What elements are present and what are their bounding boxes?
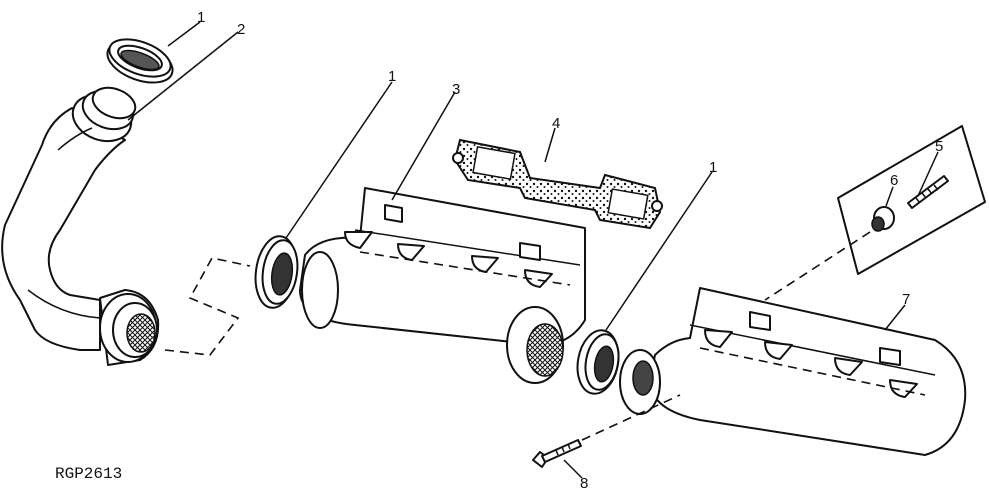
- figure-id: RGP2613: [55, 465, 122, 483]
- hidden-line-inset: [764, 231, 871, 301]
- callout-1a: 1: [197, 9, 205, 26]
- callout-5: 5: [935, 138, 943, 155]
- ring-clamp-right: [576, 329, 620, 395]
- callout-1c: 1: [709, 159, 717, 176]
- gasket: [452, 138, 663, 230]
- callout-3: 3: [452, 81, 460, 98]
- callout-6: 6: [890, 172, 898, 189]
- muffler-body-rear: [619, 287, 967, 456]
- callout-4: 4: [552, 115, 560, 132]
- callout-8: 8: [580, 475, 588, 492]
- callout-7: 7: [902, 291, 910, 308]
- ring-clamp-top: [106, 38, 174, 84]
- ring-clamp-left: [254, 235, 299, 309]
- callout-2: 2: [237, 21, 245, 38]
- hidden-line-bolt: [581, 394, 681, 441]
- hidden-line-elbow-to-ring: [164, 257, 251, 356]
- callout-1b: 1: [388, 68, 396, 85]
- inset-detail-panel: [837, 125, 986, 275]
- muffler-body: [299, 187, 586, 384]
- bolt: [532, 439, 582, 468]
- leader-lines: [127, 21, 939, 479]
- elbow-hose: [1, 86, 160, 366]
